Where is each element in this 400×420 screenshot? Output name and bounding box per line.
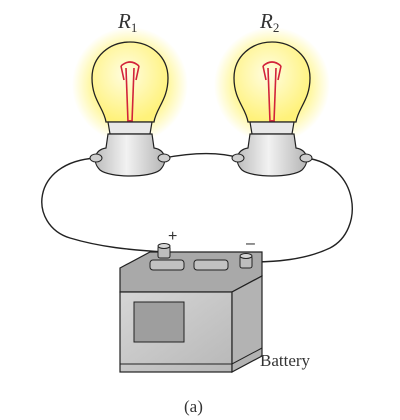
bulb-label: R1 <box>117 9 137 35</box>
wire-middle <box>163 152 241 159</box>
wire-right <box>249 157 353 263</box>
figure-caption: (a) <box>184 397 203 416</box>
positive-terminal <box>157 243 171 259</box>
bulb-neck <box>107 121 153 135</box>
bulb-label: R2 <box>259 9 279 35</box>
positive-sign: + <box>168 228 177 245</box>
circuit-wires <box>41 152 353 263</box>
battery-panel <box>133 301 185 343</box>
bulb-glass <box>233 41 311 123</box>
screw-left <box>231 153 245 163</box>
bulb-r1: R1 <box>72 9 188 177</box>
negative-sign: – <box>246 235 255 252</box>
screw-right <box>157 153 171 163</box>
socket <box>94 133 166 177</box>
battery-label: Battery <box>260 351 311 370</box>
battery: + – <box>119 228 263 373</box>
battery-side <box>231 275 263 373</box>
screw-right <box>299 153 313 163</box>
bulb-neck <box>249 121 295 135</box>
screw-left <box>89 153 103 163</box>
bulb-r2: R2 <box>214 9 330 177</box>
bulb-glass <box>91 41 169 123</box>
socket <box>236 133 308 177</box>
wire-left <box>41 157 166 253</box>
negative-terminal <box>239 253 253 269</box>
